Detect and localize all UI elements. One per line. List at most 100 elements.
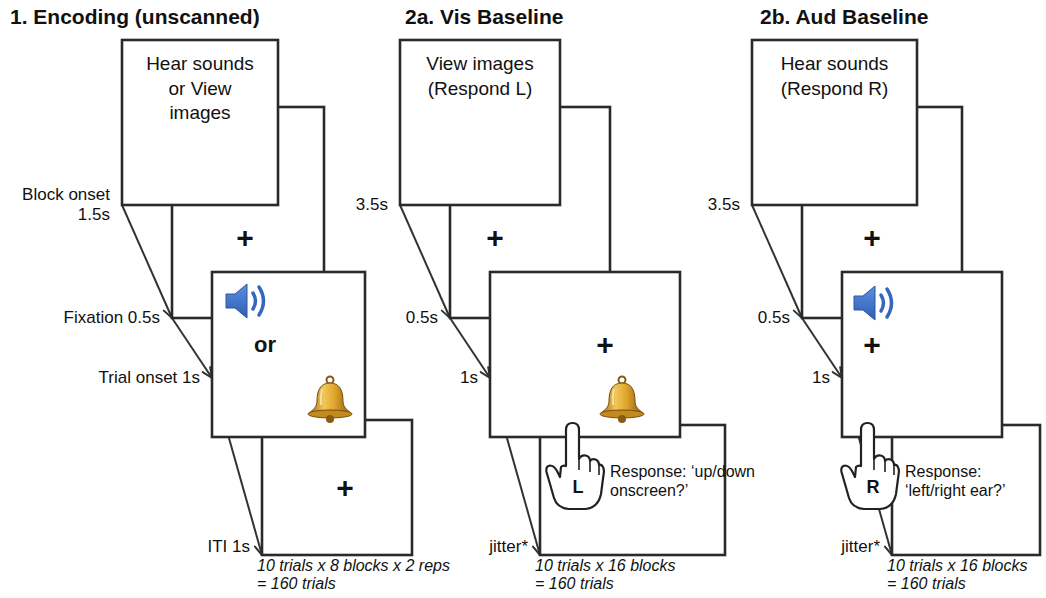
speaker-icon: [854, 286, 892, 320]
screen-card: +: [450, 107, 610, 318]
trial-count-note: 10 trials x 16 blocks = 160 trials: [535, 557, 683, 593]
timing-label: 3.5s: [356, 195, 388, 215]
timing-label: Block onset 1.5s: [10, 185, 110, 226]
card-text: or: [254, 332, 276, 358]
screen-card-outline: [490, 272, 680, 437]
timing-label: Trial onset 1s: [99, 368, 200, 388]
timing-label: jitter*: [489, 537, 528, 557]
trial-count-note: 10 trials x 8 blocks x 2 reps = 160 tria…: [257, 557, 457, 593]
screen-card: +: [490, 272, 680, 437]
sound-wave: [881, 295, 884, 311]
timing-label: 0.5s: [406, 308, 438, 328]
screen-card: Hear sounds (Respond R): [752, 40, 917, 205]
screen-card-outline: [262, 420, 412, 555]
timing-label: 0.5s: [758, 308, 790, 328]
hand-icon: R: [840, 420, 900, 512]
timing-label: 1s: [812, 368, 830, 388]
card-text: Hear sounds (Respond R): [770, 52, 900, 101]
timing-label: 1s: [460, 368, 478, 388]
panel-title: 2a. Vis Baseline: [405, 4, 563, 29]
timing-label: Fixation 0.5s: [64, 308, 160, 328]
bell-clapper: [618, 415, 626, 423]
panel-title: 2a. Vis Baseline: [405, 4, 563, 29]
response-note: Response: ‘up/down onscreen?’: [610, 462, 760, 500]
timing-label: jitter*: [841, 537, 880, 557]
bell-body: [309, 383, 351, 413]
trial-count-note: 10 trials x 16 blocks = 160 trials: [535, 557, 683, 593]
screen-card: +: [802, 107, 962, 318]
hand-outline: [545, 420, 605, 512]
timing-label: Fixation 0.5s: [64, 308, 160, 328]
timing-label: 3.5s: [708, 195, 740, 215]
timing-label: ITI 1s: [207, 537, 250, 557]
sound-wave: [887, 289, 892, 317]
bell-highlight: [321, 389, 322, 405]
hand-letter: L: [573, 477, 584, 499]
panel-title: 1. Encoding (unscanned): [10, 4, 260, 29]
arrow-head: [203, 367, 212, 378]
timeline-arrow: [752, 205, 802, 318]
timing-label: 3.5s: [356, 195, 388, 215]
speaker-icon: [226, 284, 264, 318]
card-text: +: [863, 220, 881, 256]
hand-icon: L: [545, 420, 605, 512]
bell-icon: [308, 377, 352, 424]
timeline-arrow: [122, 205, 172, 318]
hand-shape: [546, 423, 604, 509]
finger-line: [874, 459, 894, 475]
card-text: +: [336, 470, 354, 506]
screen-card: Hear sounds or View images: [122, 40, 278, 205]
card-text: +: [486, 220, 504, 256]
bell-highlight: [613, 389, 614, 405]
timing-label: 1s: [460, 368, 478, 388]
screen-card-outline: [752, 40, 917, 205]
sound-wave: [259, 287, 264, 315]
bell-loop: [327, 377, 334, 384]
timeline-arrow: [400, 205, 450, 318]
trial-count-note: 10 trials x 8 blocks x 2 reps = 160 tria…: [257, 557, 457, 593]
finger-line: [579, 459, 599, 475]
bell-clapper: [326, 415, 334, 423]
timing-label: 3.5s: [708, 195, 740, 215]
panel-title: 2b. Aud Baseline: [760, 4, 928, 29]
bell-body: [601, 383, 643, 413]
timing-label: ITI 1s: [207, 537, 250, 557]
screen-card: or: [212, 272, 365, 437]
hand-letter: R: [867, 477, 880, 499]
timing-label: 0.5s: [758, 308, 790, 328]
screen-card-outline: [400, 40, 560, 205]
panel-title: 1. Encoding (unscanned): [10, 4, 260, 29]
screen-card-outline: [842, 272, 1002, 437]
timing-label: jitter*: [489, 537, 528, 557]
card-text: +: [236, 220, 254, 256]
timing-label: Block onset 1.5s: [10, 185, 110, 226]
response-note: Response: ‘left/right ear?’: [905, 462, 1030, 500]
bell-loop: [619, 377, 626, 384]
bell-icon: [600, 377, 644, 424]
timing-label: 0.5s: [406, 308, 438, 328]
hand-shape: [841, 423, 899, 509]
screen-card-outline: [212, 272, 365, 437]
trial-count-note: 10 trials x 16 blocks = 160 trials: [887, 557, 1035, 593]
card-text: +: [596, 327, 614, 363]
screen-card-outline: [122, 40, 278, 205]
screen-card: View images (Respond L): [400, 40, 560, 205]
card-text: Hear sounds or View images: [140, 52, 260, 126]
arrow-head: [481, 367, 490, 378]
response-note: Response: ‘up/down onscreen?’: [610, 462, 760, 500]
speaker-body: [854, 286, 875, 320]
speaker-body: [226, 284, 247, 318]
timing-label: jitter*: [841, 537, 880, 557]
trial-count-note: 10 trials x 16 blocks = 160 trials: [887, 557, 1035, 593]
screen-card-outline: [892, 425, 1040, 555]
screen-card: +: [262, 420, 412, 555]
screen-card: +: [172, 107, 324, 318]
screen-card: +: [842, 272, 1002, 437]
card-text: View images (Respond L): [415, 52, 545, 101]
response-note: Response: ‘left/right ear?’: [905, 462, 1030, 500]
timing-label: Trial onset 1s: [99, 368, 200, 388]
timing-label: 1s: [812, 368, 830, 388]
hand-outline: [840, 420, 900, 512]
panel-title: 2b. Aud Baseline: [760, 4, 928, 29]
